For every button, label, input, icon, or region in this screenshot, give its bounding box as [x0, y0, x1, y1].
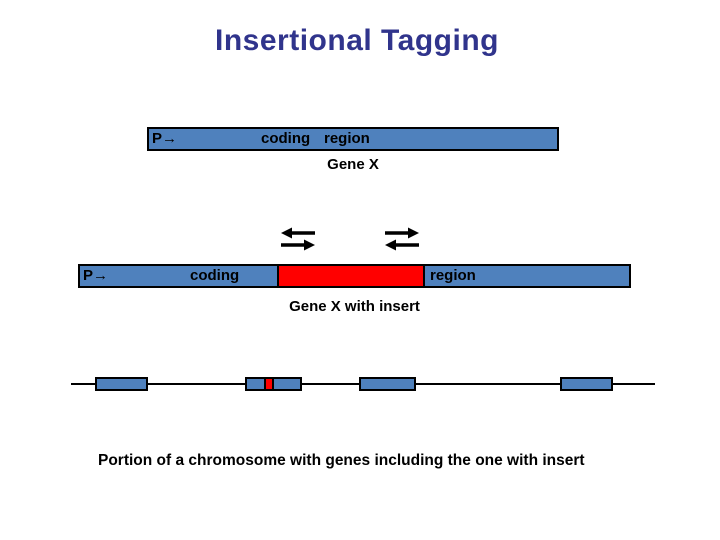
chromosome-gene-box-with-insert	[245, 377, 302, 391]
chromosome-gene-box	[560, 377, 613, 391]
chromosome-caption: Portion of a chromosome with genes inclu…	[98, 452, 585, 469]
primer-pair-right	[385, 227, 419, 251]
promoter-label: P→	[83, 267, 109, 284]
gene-x-with-insert-caption: Gene X with insert	[289, 298, 420, 315]
arrow-left-icon	[385, 239, 419, 251]
gene-x-caption: Gene X	[327, 156, 379, 173]
region-label: region	[430, 267, 476, 284]
primer-pair-left	[281, 227, 315, 251]
region-label: region	[324, 130, 370, 147]
arrow-left-icon	[281, 227, 315, 239]
slide-title: Insertional Tagging	[215, 24, 499, 57]
arrow-right-icon	[281, 239, 315, 251]
insert-segment	[277, 266, 425, 286]
gene-x-bar: P→ coding region	[147, 127, 559, 151]
promoter-label: P→	[152, 130, 178, 147]
chromosome-gene-box	[95, 377, 148, 391]
arrow-right-icon	[385, 227, 419, 239]
chromosome-gene-box	[359, 377, 416, 391]
insert-segment	[264, 379, 274, 389]
coding-label: coding	[190, 267, 240, 284]
coding-label: coding	[261, 130, 311, 147]
gene-x-with-insert-bar: P→ coding region	[78, 264, 631, 288]
